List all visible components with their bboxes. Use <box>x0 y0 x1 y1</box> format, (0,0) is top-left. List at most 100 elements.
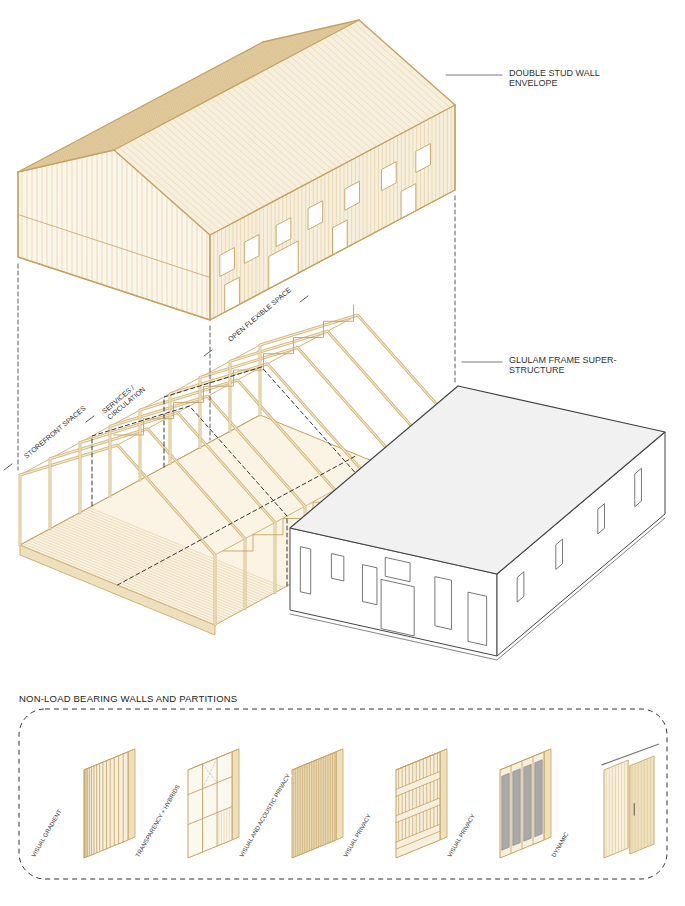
wall-stud <box>97 154 98 283</box>
panel-face <box>188 752 232 858</box>
building-window <box>598 504 605 534</box>
panel-slat <box>416 762 417 781</box>
panel-slat <box>299 767 300 855</box>
roof-joist <box>153 129 249 214</box>
floor-plate <box>18 215 210 278</box>
building-roof <box>290 386 665 574</box>
wall-stud <box>172 201 173 307</box>
building-window <box>385 557 410 581</box>
window-opening <box>401 184 416 219</box>
wall-stud <box>217 231 218 316</box>
panel-slat <box>402 794 403 813</box>
panel-slat <box>229 808 230 841</box>
privacy-inset <box>535 760 542 837</box>
panel-slat <box>398 822 399 841</box>
privacy-inset <box>513 769 520 846</box>
panel-side <box>336 749 343 840</box>
panel-slat <box>334 753 335 841</box>
panel-slat <box>419 813 420 832</box>
floor-deck <box>32 539 227 619</box>
wall-stud <box>117 153 118 290</box>
partition-label: VISUAL GRADIENT <box>30 808 64 860</box>
roof-joist <box>134 140 230 225</box>
wall-stud <box>67 161 68 273</box>
panel-slat <box>641 761 642 849</box>
wall-stud <box>210 235 211 320</box>
wall-stud <box>435 115 436 200</box>
wall-stud <box>107 152 108 287</box>
panel-slat <box>423 785 424 804</box>
panel-slat <box>320 758 321 846</box>
roof-joist <box>143 134 239 219</box>
panel-slat <box>304 765 305 853</box>
panel-slat <box>627 760 628 848</box>
panel-slat <box>606 769 607 857</box>
wall-stud <box>92 155 93 281</box>
panel-slat <box>221 811 222 844</box>
wall-stud <box>324 174 325 259</box>
building-window <box>468 592 487 645</box>
panel-slat <box>295 769 296 857</box>
roof-joist <box>330 36 426 121</box>
roof-joist <box>207 101 303 186</box>
roof-joist <box>266 69 362 154</box>
wall-stud <box>57 163 58 270</box>
panel-slat <box>226 809 227 842</box>
window-opening <box>276 218 291 247</box>
panel-slat <box>99 764 100 852</box>
projection-line <box>455 196 456 384</box>
envelope-edge <box>209 235 210 320</box>
sliding-rail <box>602 744 659 765</box>
wall-stud <box>328 172 329 257</box>
roof-joist <box>217 95 313 180</box>
window-opening <box>220 248 235 277</box>
wall-stud <box>301 186 302 271</box>
leader-line <box>446 75 502 76</box>
panel-slat <box>426 784 427 803</box>
panel-slat <box>618 764 619 852</box>
dashed-boundary <box>19 709 667 879</box>
roof-joist <box>119 147 215 232</box>
roof-joist <box>335 33 431 118</box>
panel-slat <box>609 768 610 856</box>
roof-joist <box>359 20 455 105</box>
panel-slat <box>325 756 326 844</box>
zone-tick <box>4 464 12 470</box>
callout-label: DOUBLE STUD WALL ENVELOPE <box>508 68 622 89</box>
zone-tick <box>204 350 212 356</box>
wall-stud <box>72 160 73 275</box>
roof-joist <box>295 54 391 139</box>
panel-slat <box>218 812 219 845</box>
roof-joist <box>222 93 318 178</box>
panel-slat <box>224 810 225 843</box>
roof-joist <box>290 56 386 141</box>
panel-slat <box>405 766 406 785</box>
callout-label: GLULAM FRAME SUPER-STRUCTURE <box>508 355 622 376</box>
wall-stud <box>47 165 48 266</box>
roof-joist <box>349 25 445 110</box>
roof-joist <box>241 82 337 167</box>
panel-slat <box>430 756 431 775</box>
roof-joist <box>124 145 220 230</box>
building-window <box>331 554 343 581</box>
panel-slat <box>409 765 410 784</box>
panel-transom <box>188 807 232 825</box>
wall-stud <box>32 169 33 262</box>
panel-slat <box>297 768 298 856</box>
wall-stud <box>42 167 43 265</box>
panel-slat <box>430 782 431 801</box>
panel-slat <box>398 769 399 788</box>
wall-stud <box>152 184 153 301</box>
projection-line <box>210 326 211 440</box>
panel-slat <box>87 769 88 857</box>
roof-joist <box>256 75 352 160</box>
roof-joist <box>251 77 347 162</box>
panel-slat <box>85 770 86 858</box>
window-opening <box>416 144 431 173</box>
roof-joist <box>339 30 435 115</box>
band-edge <box>396 771 440 789</box>
roof-joist <box>310 46 406 131</box>
roof-joist <box>197 106 293 191</box>
privacy-inset <box>502 773 509 850</box>
roof-front-slope <box>114 20 455 235</box>
